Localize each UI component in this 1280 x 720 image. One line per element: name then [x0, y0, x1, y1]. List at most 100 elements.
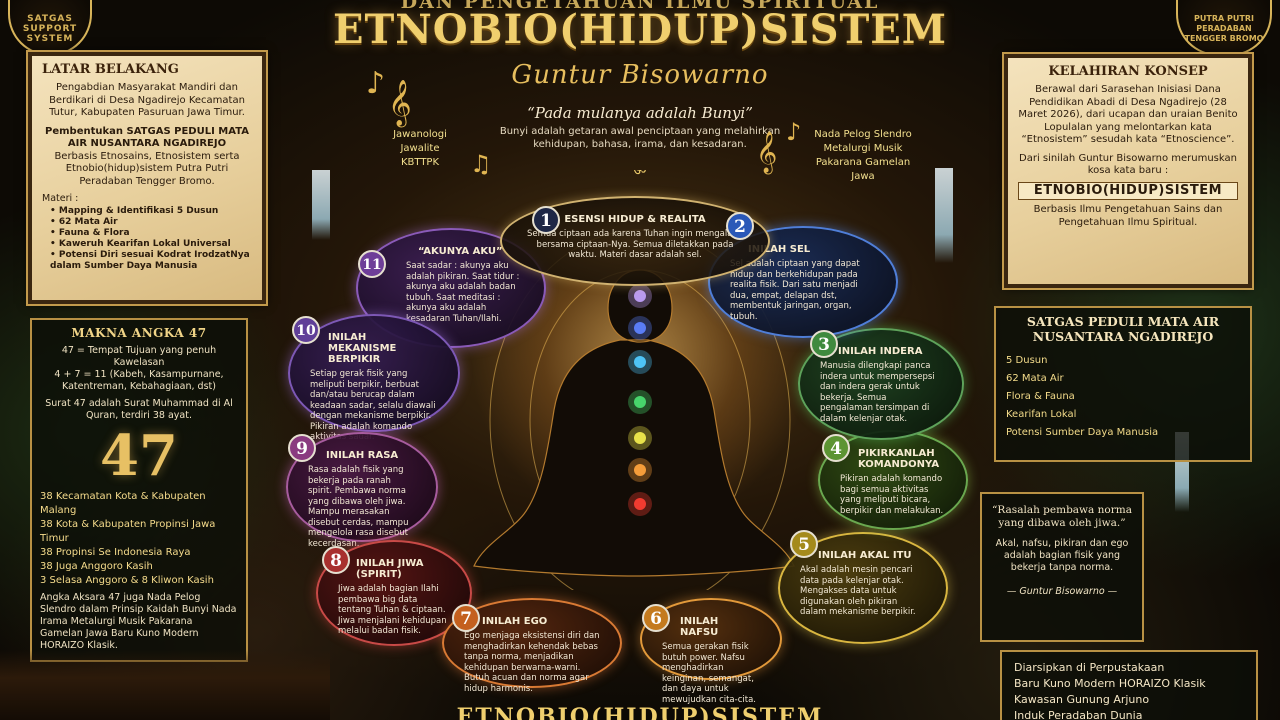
- latar-paragraph-1: Pengabdian Masyarakat Mandiri dan Berdik…: [49, 82, 245, 118]
- list-item: Potensi Diri sesuai Kodrat IrodzatNya da…: [50, 250, 252, 272]
- list-item: 3 Selasa Anggoro & 8 Kliwon Kasih: [40, 575, 214, 586]
- bubble-text: Semua ciptaan ada karena Tuhan ingin men…: [526, 229, 744, 260]
- chakra-point: [634, 356, 646, 368]
- caption-right-3: Pakarana Gamelan: [815, 157, 911, 168]
- om-symbol-icon: ॐ: [634, 170, 647, 179]
- list-item: Potensi Sumber Daya Manusia: [1006, 427, 1159, 438]
- number-badge-7: 7: [452, 604, 480, 632]
- number-badge-11: 11: [358, 250, 386, 278]
- quote-title: “Pada mulanya adalah Bunyi”: [527, 104, 753, 122]
- panel-konsep-title: KELAHIRAN KONSEP: [1048, 64, 1208, 79]
- logo-tengger: PUTRA PUTRI PERADABAN TENGGER BROMO: [1176, 0, 1272, 56]
- number-badge-9: 9: [288, 434, 316, 462]
- bubble-title: PIKIRKANLAH KOMANDONYA: [858, 448, 940, 470]
- caption-right-2: Metalurgi Musik: [823, 143, 903, 154]
- caption-left-2: Jawalite: [400, 143, 440, 154]
- chakra-point: [634, 290, 646, 302]
- bubble-text: Pikiran adalah komando bagi semua aktivi…: [840, 474, 944, 516]
- bubble-title: INILAH RASA: [326, 450, 399, 461]
- header-clipped-line: DAN PENGETAHUAN ILMU SPIRITUAL: [400, 0, 880, 13]
- page-title: ETNOBIO(HIDUP)SISTEM: [332, 6, 948, 53]
- bubble-title: INILAH NAFSU: [680, 616, 719, 638]
- list-item: Kaweruh Kearifan Lokal Universal: [50, 239, 252, 250]
- bubble-text: Jiwa adalah bagian Ilahi pembawa big dat…: [338, 584, 447, 636]
- latar-paragraph-2: Berbasis Etnosains, Etnosistem serta Etn…: [54, 150, 240, 187]
- bubble-text: Setiap gerak fisik yang meliputi berpiki…: [310, 369, 436, 442]
- waterfall-left: [312, 170, 330, 240]
- logo-line-3: TENGGER BROMO: [1184, 34, 1264, 43]
- bubble-text: Akal adalah mesin pencari data pada kele…: [800, 565, 916, 617]
- village-scene: [0, 650, 330, 720]
- list-item: 5 Dusun: [1006, 355, 1048, 366]
- number-badge-3: 3: [810, 330, 838, 358]
- bubble-text: Sel adalah ciptaan yang dapat hidup dan …: [730, 259, 860, 322]
- number-badge-1: 1: [532, 206, 560, 234]
- number-badge-2: 2: [726, 212, 754, 240]
- bubble-title: INILAH JIWA (SPIRIT): [356, 558, 424, 580]
- rasa-quote: “Rasalah pembawa norma yang dibawa oleh …: [992, 504, 1132, 529]
- music-note-icon: ♪: [366, 66, 386, 101]
- list-item: Kearifan Lokal: [1006, 409, 1077, 420]
- footer-title: ETNOBIO(HIDUP)SISTEM: [456, 704, 824, 720]
- caption-right-4: Jawa: [851, 171, 875, 182]
- logo-line-1: PUTRA PUTRI: [1194, 14, 1254, 23]
- panel-arsip: Diarsipkan di Perpustakaan Baru Kuno Mod…: [1000, 650, 1258, 720]
- panel-makna-title: MAKNA ANGKA 47: [71, 326, 207, 340]
- konsep-paragraph-2: Dari sinilah Guntur Bisowarno merumuskan…: [1019, 152, 1237, 177]
- list-item: Mapping & Identifikasi 5 Dusun: [50, 206, 252, 217]
- latar-materi-list: Mapping & Identifikasi 5 Dusun 62 Mata A…: [50, 206, 252, 272]
- arsip-line: Diarsipkan di Perpustakaan: [1014, 661, 1165, 674]
- bubble-title: “AKUNYA AKU”: [418, 246, 503, 257]
- bubble-title: INILAH INDERA: [838, 346, 923, 357]
- logo-satgas-text: SATGAS SUPPORT SYSTEM: [22, 14, 78, 44]
- bubble-text: Saat sadar : akunya aku adalah pikiran. …: [406, 261, 520, 324]
- makna-list: 38 Kecamatan Kota & Kabupaten Malang 38 …: [40, 490, 238, 588]
- caption-left-1: Jawanologi: [393, 129, 447, 140]
- panel-makna-angka: MAKNA ANGKA 47 47 = Tempat Tujuan yang p…: [30, 318, 248, 662]
- caption-left: Jawanologi Jawalite KBTTPK: [382, 128, 458, 170]
- quote-text: Bunyi adalah getaran awal penciptaan yan…: [499, 126, 781, 150]
- rasa-text: Akal, nafsu, pikiran dan ego adalah bagi…: [995, 538, 1129, 573]
- makna-paragraph-3: Surat 47 adalah Surat Muhammad di Al Qur…: [45, 398, 233, 421]
- panel-satgas-title: SATGAS PEDULI MATA AIR NUSANTARA NGADIRE…: [1026, 314, 1220, 344]
- bubble-title: INILAH SEL: [748, 244, 811, 255]
- panel-latar-belakang: LATAR BELAKANG Pengabdian Masyarakat Man…: [26, 50, 268, 306]
- meditating-figure: ॐ: [473, 170, 795, 590]
- number-badge-8: 8: [322, 546, 350, 574]
- panel-latar-title: LATAR BELAKANG: [42, 62, 179, 77]
- bubble-text: Ego menjaga eksistensi diri dan menghadi…: [464, 631, 600, 694]
- list-item: 38 Juga Anggoro Kasih: [40, 561, 153, 572]
- waterfall-right: [935, 168, 953, 263]
- music-note-icon: ♪: [786, 118, 802, 146]
- panel-rasa-quote: “Rasalah pembawa norma yang dibawa oleh …: [980, 492, 1144, 642]
- chakra-point: [634, 396, 646, 408]
- latar-materi-label: Materi :: [42, 193, 79, 204]
- list-item: 38 Kota & Kabupaten Propinsi Jawa Timur: [40, 519, 216, 544]
- bubble-title: INILAH AKAL ITU: [818, 550, 912, 561]
- figure-silhouette: [473, 269, 795, 577]
- panel-satgas: SATGAS PEDULI MATA AIR NUSANTARA NGADIRE…: [994, 306, 1252, 462]
- chakra-points: [628, 284, 652, 516]
- arsip-line: Induk Peradaban Dunia: [1014, 709, 1143, 720]
- arsip-line: Kawasan Gunung Arjuno: [1014, 693, 1150, 706]
- chakra-point: [634, 322, 646, 334]
- caption-right: Nada Pelog Slendro Metalurgi Musik Pakar…: [808, 128, 918, 184]
- logo-line-2: PERADABAN: [1196, 24, 1252, 33]
- makna-paragraph-2: 4 + 7 = 11 (Kabeh, Kasampurnane, Katentr…: [54, 369, 224, 392]
- bubble-text: Rasa adalah fisik yang bekerja pada rana…: [308, 465, 409, 549]
- konsep-paragraph-1: Berawal dari Sarasehan Inisiasi Dana Pen…: [1018, 84, 1238, 145]
- list-item: 62 Mata Air: [1006, 373, 1064, 384]
- list-item: 38 Kecamatan Kota & Kabupaten Malang: [40, 491, 206, 516]
- list-item: 62 Mata Air: [50, 217, 252, 228]
- number-badge-10: 10: [292, 316, 320, 344]
- bubble-10: INILAH MEKANISME BERPIKIR Setiap gerak f…: [288, 314, 460, 442]
- number-badge-6: 6: [642, 604, 670, 632]
- author-name: Guntur Bisowarno: [511, 60, 769, 90]
- latar-paragraph-2-intro: Pembentukan SATGAS PEDULI MATA AIR NUSAN…: [45, 125, 249, 150]
- list-item: Flora & Fauna: [1006, 391, 1075, 402]
- bubble-text: Semua gerakan fisik butuh power. Nafsu m…: [662, 642, 756, 705]
- chakra-point: [634, 432, 646, 444]
- bubble-title: ESENSI HIDUP & REALITA: [564, 214, 706, 225]
- chakra-point: [634, 464, 646, 476]
- panel-kelahiran-konsep: KELAHIRAN KONSEP Berawal dari Sarasehan …: [1002, 52, 1254, 290]
